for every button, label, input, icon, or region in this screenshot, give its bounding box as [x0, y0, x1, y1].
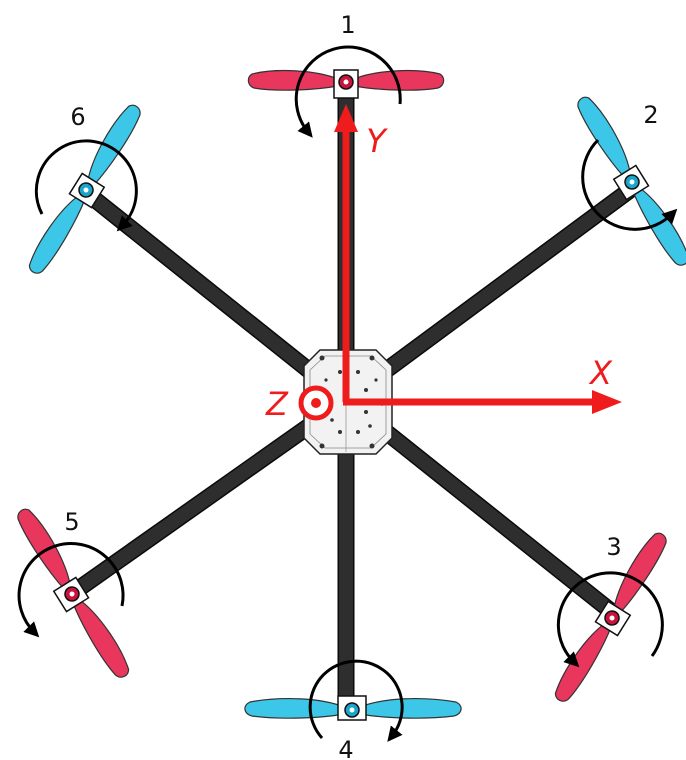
motor-label-5: 5: [64, 508, 79, 536]
motor-6: 6: [28, 103, 141, 274]
motor-label-2: 2: [643, 101, 658, 129]
motor-3: 3: [554, 532, 667, 702]
motor-label-1: 1: [340, 11, 355, 39]
rotation-arrow-5: [17, 542, 125, 638]
motor-label-6: 6: [70, 103, 85, 131]
rotation-arrow-3: [556, 571, 664, 668]
rotation-arrow-4: [308, 659, 404, 742]
z-axis-symbol: [298, 385, 334, 421]
motor-4: 4: [244, 659, 462, 760]
x-axis-arrowhead: [592, 390, 622, 414]
motor-label-4: 4: [338, 736, 353, 760]
z-axis-label: Z: [265, 385, 289, 423]
rotation-arrow-2: [581, 138, 678, 231]
motor-label-3: 3: [606, 533, 621, 561]
motor-5: 5: [17, 508, 130, 678]
motor-1: 1: [247, 11, 445, 138]
x-axis-label: X: [588, 354, 613, 392]
rotation-arrow-6: [34, 139, 138, 232]
motor-2: 2: [577, 96, 686, 266]
rotation-arrow-1: [294, 45, 402, 138]
y-axis-arrowhead: [334, 104, 358, 132]
y-axis-label: Y: [366, 122, 388, 160]
coordinate-axes: X Y Z: [265, 104, 622, 423]
